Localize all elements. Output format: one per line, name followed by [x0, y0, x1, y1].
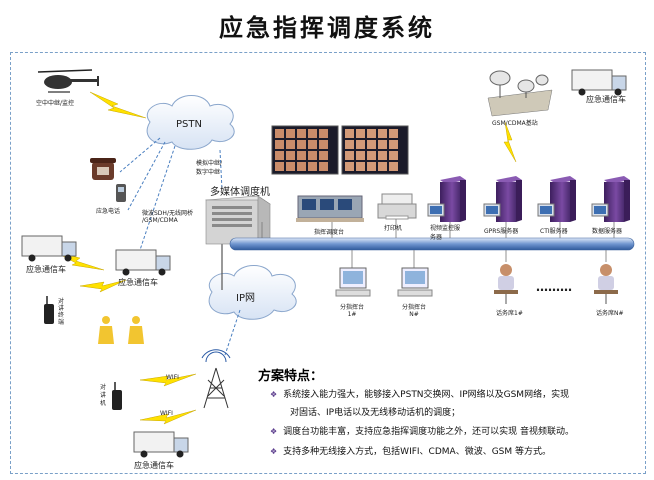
bullet-icon: ❖: [270, 447, 278, 456]
pstn-label: PSTN: [176, 119, 202, 130]
wifi-label-2: WIFI: [160, 410, 173, 417]
comm-vehicle-top-label: 应急通信车: [586, 95, 626, 104]
emergency-phone-label: 应急电话: [96, 208, 121, 215]
data-server-icon: [591, 176, 630, 222]
sub-desk-1-icon: [335, 267, 371, 297]
printer-icon: [377, 193, 417, 220]
video-wall-right: [341, 125, 409, 175]
comm-vehicle-left-icon: [21, 235, 77, 262]
feature-item-2: ❖ 调度台功能丰富，支持应急指挥调度功能之外，还可以实现 音视频联动。: [270, 424, 574, 440]
pstn-cloud: [146, 95, 235, 150]
analog-relay-label: 模拟中继/ 数字中继: [196, 160, 223, 176]
dispatcher-machine-label: 多媒体调度机: [210, 187, 270, 198]
comm-vehicle-bottom-icon: [133, 431, 189, 458]
intercom-label: 对 讲 终 端: [58, 298, 65, 326]
comm-vehicle-left-label: 应急通信车: [26, 265, 66, 274]
comm-vehicle-top-icon: [571, 69, 627, 96]
sub-desk-1-label: 分指挥台 1#: [340, 304, 365, 318]
ip-cloud: [208, 265, 297, 320]
feature-text-3: 支持多种无线接入方式，包括WIFI、CDMA、微波、GSM 等方式。: [283, 447, 552, 457]
gprs-server-label: GPRS服务器: [484, 228, 519, 235]
cti-server-label: CTI服务器: [540, 228, 568, 235]
mobile-phone-icon: [116, 184, 126, 202]
helicopter-icon: [37, 69, 99, 93]
dispatcher-cabinet-icon: [205, 195, 271, 245]
walkie-talkie-icon: [44, 296, 54, 324]
comm-vehicle-mid-label: 应急通信车: [118, 278, 158, 287]
diagram-frame: [10, 52, 646, 474]
dispatch-desk-icon: [296, 195, 364, 222]
video-server-icon: [427, 176, 466, 222]
video-server-label: 视频监控服 务器: [430, 225, 461, 241]
base-station-icon: [487, 70, 553, 117]
desk-phone-icon: [90, 158, 116, 180]
ellipsis-label: ………: [536, 280, 572, 294]
operator-n-icon: [594, 264, 618, 304]
operator-1-label: 话务席1#: [496, 310, 523, 317]
diagram-title: 应急指挥调度系统: [219, 13, 435, 42]
printer-label: 打印机: [384, 225, 403, 232]
wireless-tower-icon: [201, 349, 231, 409]
dispatch-desk-label: 指挥调度台: [314, 229, 345, 236]
walkie-label: 对 讲 机: [100, 384, 107, 407]
ip-network-label: IP网: [236, 293, 255, 304]
bullet-icon: ❖: [270, 390, 278, 399]
helicopter-label: 空中中继/监控: [36, 100, 75, 107]
bullet-icon: ❖: [270, 427, 278, 436]
network-bus: [229, 237, 635, 251]
walkie-talkie-2-icon: [112, 382, 122, 410]
comm-vehicle-bottom-label: 应急通信车: [134, 461, 174, 470]
base-station-label: GSM/CDMA基站: [492, 120, 538, 127]
cti-server-icon: [537, 176, 576, 222]
operator-n-label: 话务席N#: [596, 310, 624, 317]
feature-text-2: 调度台功能丰富，支持应急指挥调度功能之外，还可以实现 音视频联动。: [283, 427, 575, 437]
dashed-links: [119, 137, 241, 356]
operator-1-icon: [494, 264, 518, 304]
comm-vehicle-mid-icon: [115, 249, 171, 276]
features-heading: 方案特点：: [258, 369, 324, 384]
gprs-server-icon: [483, 176, 522, 222]
bus-drops: [261, 219, 615, 268]
microwave-label: 微波SDH/无线网桥 /GSM/CDMA: [142, 210, 193, 224]
feature-item-1-cont: 对固话、IP电话以及无线移动话机的调度；: [290, 408, 461, 418]
feature-item-1: ❖ 系统接入能力强大，能够接入PSTN交换网、IP网络以及GSM网络，实现: [270, 387, 569, 403]
feature-text-1: 系统接入能力强大，能够接入PSTN交换网、IP网络以及GSM网络，实现: [283, 390, 570, 400]
wifi-label-1: WIFI: [166, 374, 179, 381]
feature-item-3: ❖ 支持多种无线接入方式，包括WIFI、CDMA、微波、GSM 等方式。: [270, 444, 551, 460]
sub-desk-n-icon: [397, 267, 433, 297]
video-wall-left: [271, 125, 339, 175]
field-personnel-icon: [98, 316, 144, 344]
data-server-label: 数据服务器: [592, 228, 623, 235]
sub-desk-n-label: 分指挥台 N#: [402, 304, 427, 318]
